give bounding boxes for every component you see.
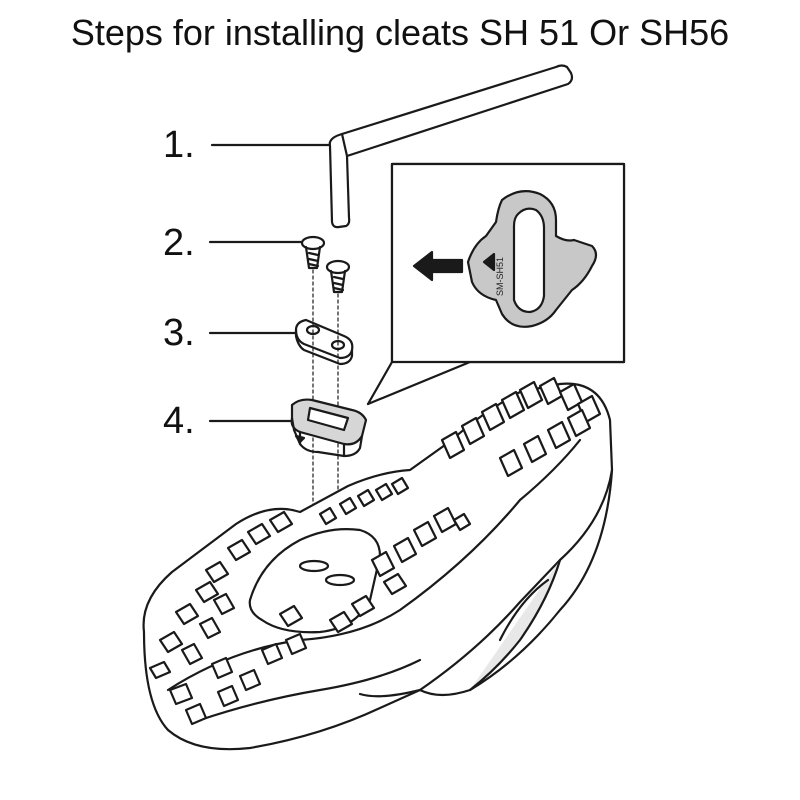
cleat-top-view-icon: SM-SH51 xyxy=(466,189,598,328)
step-label-1: 1. xyxy=(163,124,195,166)
cleat-nut-plate-icon xyxy=(294,318,354,366)
sole-lugs-toe xyxy=(148,510,308,726)
cleat-marking-text: SM-SH51 xyxy=(495,257,505,296)
step-label-2: 2. xyxy=(163,222,195,264)
hex-key-icon xyxy=(328,64,574,229)
direction-arrow-icon xyxy=(412,250,464,282)
leader-lines xyxy=(208,143,332,423)
sole-lugs-midfoot xyxy=(318,476,472,634)
step-label-3: 3. xyxy=(163,312,195,354)
page-title: Steps for installing cleats SH 51 Or SH5… xyxy=(70,12,730,53)
cleat-screws-icon xyxy=(300,235,351,294)
cleat-icon xyxy=(290,398,368,458)
sole-lugs-heel xyxy=(440,376,602,478)
step-label-4: 4. xyxy=(163,400,195,442)
